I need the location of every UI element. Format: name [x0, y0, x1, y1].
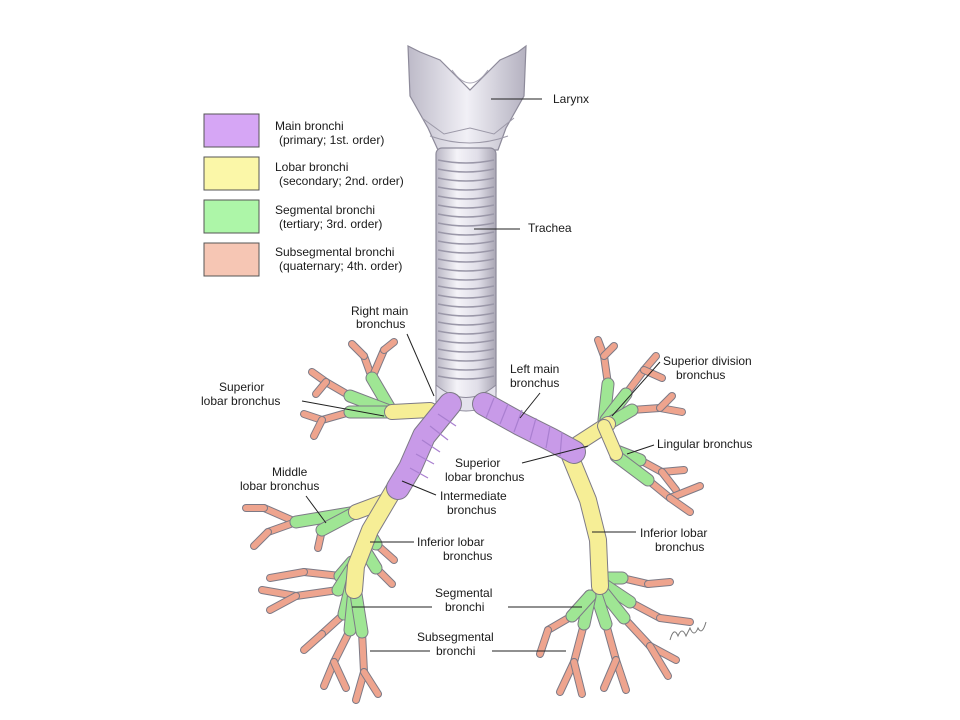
- subsegmental-bronchus-2: [381, 339, 397, 353]
- label-intermediate-1: Intermediate: [440, 489, 507, 503]
- legend-swatch-lobar: [203, 156, 260, 191]
- subsegmental-bronchus-16: [267, 569, 307, 581]
- bronchial-tree: [242, 336, 704, 704]
- segmental-bronchus-16: [610, 450, 654, 486]
- legend-item-segmental: Segmental bronchi (tertiary; 3rd. order): [203, 199, 382, 234]
- subsegmental-bronchus-32: [601, 343, 617, 359]
- subsegmental-bronchus-17: [293, 587, 341, 599]
- label-segmental-2: bronchi: [445, 600, 484, 614]
- lobar-bronchus-right-inferior: [346, 478, 404, 598]
- legend-label-main: Main bronchi: [275, 119, 344, 133]
- bronchus-cartilage-ring-0: [437, 413, 457, 427]
- bronchus-cartilage-ring-6: [499, 403, 509, 425]
- label-inferior-lobar-right-1: Inferior lobar: [417, 535, 484, 549]
- bronchus-cartilage-ring-10: [559, 431, 563, 457]
- legend-item-main: Main bronchi (primary; 1st. order): [203, 113, 384, 148]
- subsegmental-bronchus-27: [361, 669, 381, 697]
- larynx-illustration: [407, 44, 527, 151]
- bronchus-cartilage-ring-1: [429, 425, 449, 441]
- label-right-main-2: bronchus: [356, 317, 405, 331]
- subsegmental-bronchus-54: [601, 657, 619, 691]
- subsegmental-bronchus-21: [301, 631, 325, 653]
- legend-label-lobar: Lobar bronchi: [275, 160, 348, 174]
- label-superior-lobar-right-2: lobar bronchus: [201, 394, 280, 408]
- label-lingular: Lingular bronchus: [657, 437, 752, 451]
- label-subsegmental-2: bronchi: [436, 644, 475, 658]
- subsegmental-bronchus-3: [349, 341, 367, 359]
- bronchus-cartilage-ring-9: [545, 425, 551, 449]
- label-superior-lobar-left-1: Superior: [455, 456, 500, 470]
- subsegmental-bronchus-19: [267, 593, 299, 613]
- subsegmental-bronchus-46: [645, 579, 673, 587]
- subsegmental-bronchus-13: [251, 529, 271, 549]
- legend-swatch-subsegmental: [203, 242, 260, 277]
- segmental-bronchus-13: [600, 388, 632, 426]
- label-superior-division-2: bronchus: [676, 368, 725, 382]
- lobar-bronchus-left-inferior: [562, 448, 608, 594]
- subsegmental-bronchus-55: [571, 621, 587, 665]
- legend-item-subsegmental: Subsegmental bronchi (quaternary; 4th. o…: [203, 242, 402, 277]
- subsegmental-bronchus-9: [311, 417, 325, 439]
- legend-sublabel-lobar: (secondary; 2nd. order): [279, 174, 404, 188]
- subsegmental-bronchus-25: [359, 629, 367, 675]
- segmental-bronchus-22: [566, 590, 596, 622]
- artist-signature: [669, 621, 707, 641]
- label-trachea: Trachea: [528, 221, 572, 235]
- label-superior-lobar-left-2: lobar bronchus: [445, 470, 524, 484]
- label-intermediate-2: bronchus: [447, 503, 496, 517]
- subsegmental-bronchus-6: [313, 379, 329, 397]
- legend-swatch-segmental: [203, 199, 260, 234]
- segmental-bronchus-9: [350, 588, 368, 638]
- label-left-main-2: bronchus: [510, 376, 559, 390]
- legend-sublabel-main: (primary; 1st. order): [279, 133, 384, 147]
- bronchus-cartilage-ring-3: [415, 453, 435, 465]
- subsegmental-bronchus-41: [659, 469, 679, 493]
- subsegmental-bronchus-24: [331, 659, 349, 691]
- subsegmental-bronchus-35: [641, 367, 665, 381]
- legend-swatch-main: [203, 113, 260, 148]
- label-inferior-lobar-right-2: bronchus: [443, 549, 492, 563]
- subsegmental-bronchus-44: [667, 495, 693, 515]
- main-bronchus-left: [473, 393, 585, 463]
- label-subsegmental-1: Subsegmental: [417, 630, 494, 644]
- label-segmental-1: Segmental: [435, 586, 492, 600]
- legend-item-lobar: Lobar bronchi (secondary; 2nd. order): [203, 156, 404, 191]
- annotations: Larynx Trachea Right main bronchus Left …: [201, 92, 752, 658]
- bronchus-cartilage-ring-7: [513, 409, 523, 433]
- legend: Main bronchi (primary; 1st. order) Lobar…: [203, 113, 404, 277]
- label-inferior-lobar-left-2: bronchus: [655, 540, 704, 554]
- label-superior-lobar-right-1: Superior: [219, 380, 264, 394]
- legend-sublabel-segmental: (tertiary; 3rd. order): [279, 217, 382, 231]
- subsegmental-bronchus-48: [657, 615, 693, 625]
- label-larynx: Larynx: [553, 92, 589, 106]
- segmental-bronchus-20: [590, 588, 612, 630]
- legend-label-segmental: Segmental bronchi: [275, 203, 375, 217]
- bronchus-cartilage-ring-5: [485, 397, 495, 419]
- main-bronchus-right: [387, 393, 461, 499]
- lobar-bronchus-left-lingular: [598, 420, 622, 460]
- label-middle-lobar-1: Middle: [272, 465, 308, 479]
- subsegmental-bronchus-57: [571, 659, 585, 697]
- subsegmental-bronchus-43: [667, 483, 703, 501]
- legend-label-subsegmental: Subsegmental bronchi: [275, 245, 394, 259]
- bronchus-cartilage-ring-2: [421, 439, 441, 453]
- label-right-main-1: Right main: [351, 304, 408, 318]
- subsegmental-bronchus-51: [647, 643, 671, 679]
- legend-sublabel-subsegmental: (quaternary; 4th. order): [279, 259, 402, 273]
- label-inferior-lobar-left-1: Inferior lobar: [640, 526, 707, 540]
- bronchus-cartilage-ring-8: [529, 417, 537, 441]
- label-middle-lobar-2: lobar bronchus: [240, 479, 319, 493]
- lobar-bronchus-right-superior: [385, 403, 437, 419]
- subsegmental-bronchus-38: [657, 393, 675, 411]
- subsegmental-bronchus-59: [537, 627, 551, 657]
- label-superior-division-1: Superior division: [663, 354, 752, 368]
- trachea-illustration: [435, 147, 497, 412]
- label-left-main-1: Left main: [510, 362, 559, 376]
- bronchus-cartilage-ring-4: [409, 467, 429, 479]
